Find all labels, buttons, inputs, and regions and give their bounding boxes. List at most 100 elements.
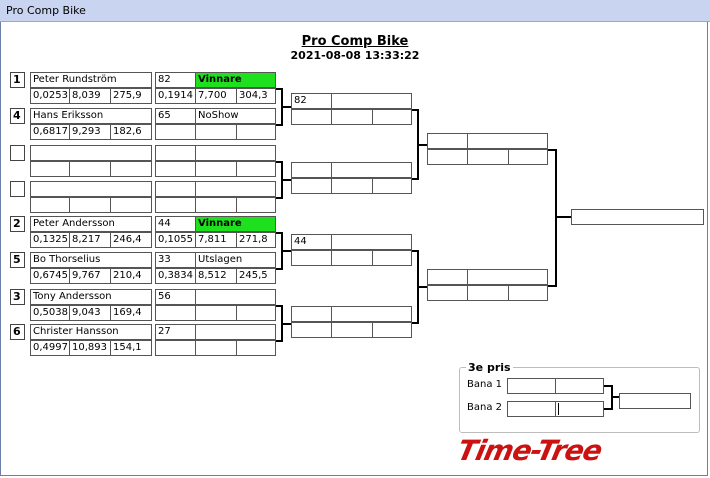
elapsed-time [195, 124, 237, 140]
bracket-connector [276, 305, 282, 307]
competitor-name[interactable] [30, 145, 152, 161]
competitor-name[interactable]: Peter Rundström [30, 72, 152, 88]
reaction-time: 0,6745 [30, 268, 70, 284]
round2-reaction-time [291, 322, 332, 338]
competitor-name[interactable] [30, 181, 152, 197]
round2-start-number[interactable] [291, 306, 332, 322]
bracket-connector [417, 286, 427, 288]
elapsed-time: 8,512 [195, 268, 237, 284]
competitor-name[interactable]: Peter Andersson [30, 216, 152, 232]
third-place-winner-field[interactable] [619, 393, 691, 409]
competitor-name[interactable]: Hans Eriksson [30, 108, 152, 124]
bracket-connector [412, 178, 418, 180]
window-title: Pro Comp Bike [6, 4, 86, 17]
result-field[interactable] [195, 181, 276, 197]
round2-elapsed-time [331, 109, 373, 125]
reaction-time: 0,3834 [155, 268, 196, 284]
round2-result-field[interactable] [331, 162, 412, 178]
round2-result-field[interactable] [331, 234, 412, 250]
elapsed-time: 9,767 [69, 268, 111, 284]
start-number[interactable]: 27 [155, 324, 196, 340]
round2-elapsed-time [331, 322, 373, 338]
round2-start-number[interactable] [291, 162, 332, 178]
speed: 182,6 [110, 124, 152, 140]
bracket-connector [412, 322, 418, 324]
speed [236, 340, 276, 356]
page-title: Pro Comp Bike [301, 34, 409, 49]
speed: 304,3 [236, 88, 276, 104]
start-number[interactable]: 33 [155, 252, 196, 268]
round2-reaction-time [291, 178, 332, 194]
competitor-name[interactable]: Bo Thorselius [30, 252, 152, 268]
round2-reaction-time [291, 250, 332, 266]
bracket-connector [281, 250, 291, 252]
round2-speed [372, 250, 412, 266]
speed: 169,4 [110, 305, 152, 321]
elapsed-time [195, 305, 237, 321]
connector [604, 408, 612, 410]
bracket-connector [412, 109, 418, 111]
result-field[interactable]: Vinnare [195, 72, 276, 88]
start-number[interactable]: 82 [155, 72, 196, 88]
lane-1-field-b[interactable] [555, 378, 604, 394]
semifinal-result-field[interactable] [467, 269, 548, 285]
seed-number [10, 145, 25, 161]
elapsed-time [195, 161, 237, 177]
bracket-connector [281, 323, 291, 325]
semifinal-result-field[interactable] [467, 133, 548, 149]
result-field[interactable]: Utslagen [195, 252, 276, 268]
elapsed-time: 9,293 [69, 124, 111, 140]
result-field[interactable] [195, 324, 276, 340]
competitor-name[interactable]: Tony Andersson [30, 289, 152, 305]
bracket-connector [276, 161, 282, 163]
bracket-connector [276, 268, 282, 270]
result-field[interactable] [195, 289, 276, 305]
lane-2-field-b[interactable] [555, 401, 604, 417]
reaction-time: 0,5038 [30, 305, 70, 321]
result-field[interactable]: Vinnare [195, 216, 276, 232]
bracket-connector [548, 285, 556, 287]
semifinal-elapsed-time [467, 285, 509, 301]
round2-result-field[interactable] [331, 93, 412, 109]
elapsed-time: 8,217 [69, 232, 111, 248]
window-frame [0, 22, 708, 476]
reaction-time [30, 197, 70, 213]
start-number[interactable]: 44 [155, 216, 196, 232]
lane-2-label: Bana 2 [467, 402, 502, 413]
start-number[interactable]: 56 [155, 289, 196, 305]
start-number[interactable]: 65 [155, 108, 196, 124]
round2-start-number[interactable]: 44 [291, 234, 332, 250]
bracket-connector [555, 216, 571, 218]
result-field[interactable] [195, 145, 276, 161]
seed-number: 2 [10, 216, 25, 232]
round2-reaction-time [291, 109, 332, 125]
bracket-connector [276, 197, 282, 199]
elapsed-time: 8,039 [69, 88, 111, 104]
elapsed-time [195, 340, 237, 356]
bracket-connector [281, 106, 291, 108]
speed [110, 197, 152, 213]
result-field[interactable]: NoShow [195, 108, 276, 124]
lane-2-field-a[interactable] [507, 401, 556, 417]
text-cursor [558, 403, 559, 415]
speed [236, 124, 276, 140]
connector [611, 396, 619, 398]
round2-result-field[interactable] [331, 306, 412, 322]
round2-start-number[interactable]: 82 [291, 93, 332, 109]
seed-number: 3 [10, 289, 25, 305]
time-tree-logo: Time-Tree [454, 434, 605, 467]
speed: 210,4 [110, 268, 152, 284]
elapsed-time: 7,700 [195, 88, 237, 104]
third-place-group [459, 367, 700, 433]
semifinal-start-number[interactable] [427, 133, 468, 149]
semifinal-start-number[interactable] [427, 269, 468, 285]
start-number[interactable] [155, 181, 196, 197]
competitor-name[interactable]: Christer Hansson [30, 324, 152, 340]
reaction-time: 0,0253 [30, 88, 70, 104]
final-winner-field[interactable] [571, 209, 704, 225]
lane-1-field-a[interactable] [507, 378, 556, 394]
elapsed-time [195, 197, 237, 213]
semifinal-reaction-time [427, 285, 468, 301]
lane-1-label: Bana 1 [467, 379, 502, 390]
start-number[interactable] [155, 145, 196, 161]
